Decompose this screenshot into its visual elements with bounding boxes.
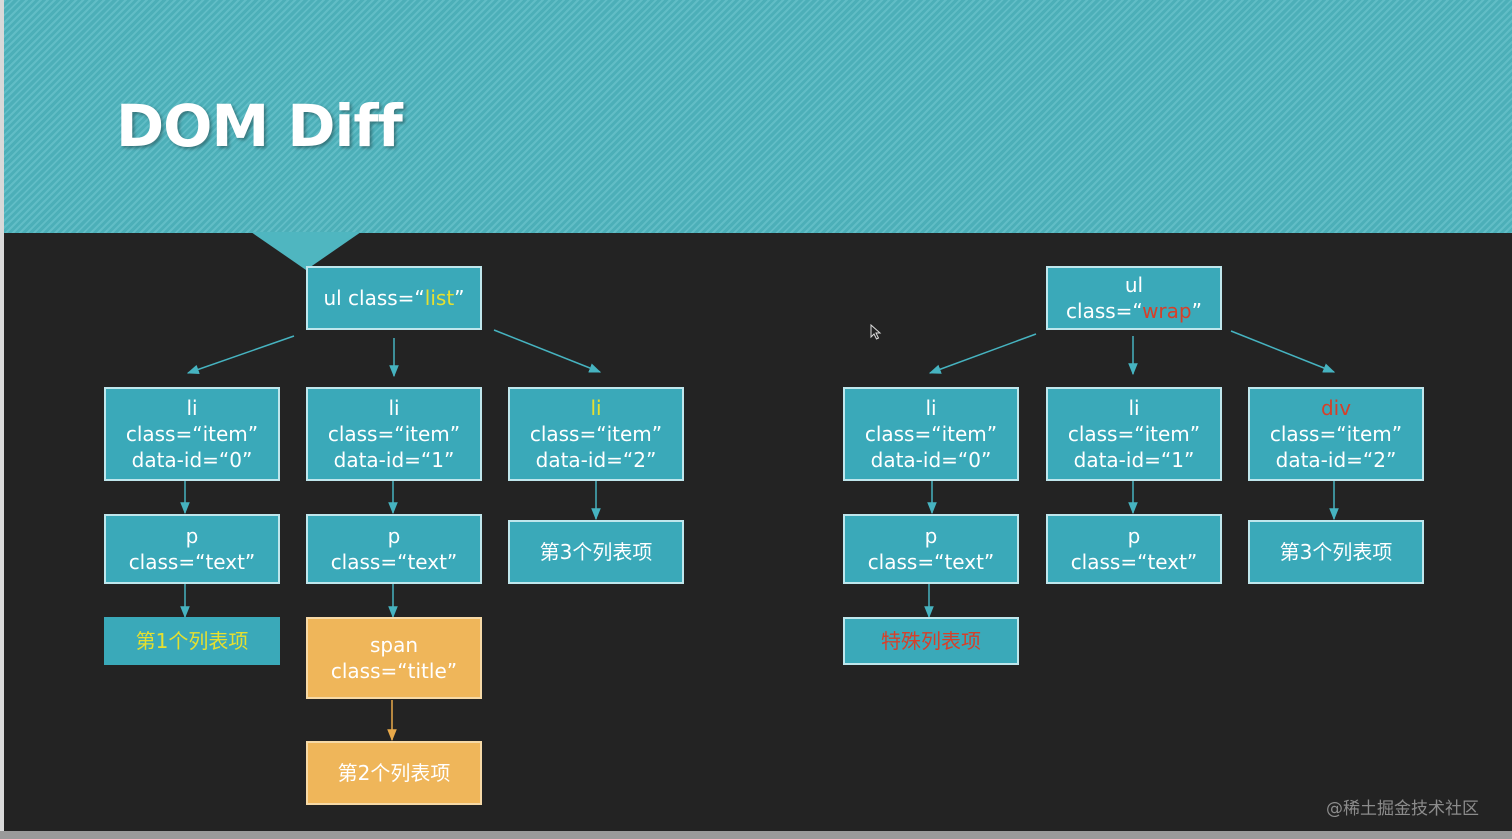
new-p-node-1: p class=“text” — [1046, 514, 1222, 584]
arrow-new-root-li0 — [928, 333, 1037, 374]
old-li-node-1: li class=“item” data-id=“1” — [306, 387, 482, 481]
old-text-node-2: 第3个列表项 — [508, 520, 684, 584]
new-root-prefix: class=“ — [1066, 299, 1143, 323]
arrow-old-root-li0 — [186, 335, 295, 374]
slide-header — [4, 0, 1512, 233]
old-li0-class: class=“item” — [125, 422, 259, 446]
new-li0-class: class=“item” — [864, 422, 998, 446]
new-div-data-id: data-id=“2” — [1275, 448, 1397, 472]
old-li-node-0: li class=“item” data-id=“0” — [104, 387, 280, 481]
old-span-tag: span — [369, 633, 419, 657]
new-p0-tag: p — [924, 524, 938, 548]
new-root-class-line: class=“wrap” — [1066, 298, 1202, 324]
old-p1-class: class=“text” — [330, 550, 458, 574]
new-root-class-value: wrap — [1142, 299, 1192, 323]
left-border — [0, 0, 4, 839]
old-root-ul-node: ul class=“list” — [306, 266, 482, 330]
old-li2-data-id: data-id=“2” — [535, 448, 657, 472]
watermark: @稀土掘金技术社区 — [1326, 799, 1479, 819]
new-li1-tag: li — [1128, 396, 1140, 420]
arrow-new-root-div — [1230, 330, 1336, 373]
mouse-pointer-icon — [870, 324, 882, 340]
new-p-node-0: p class=“text” — [843, 514, 1019, 584]
new-special-text-node: 特殊列表项 — [843, 617, 1019, 665]
old-li2-tag: li — [590, 396, 602, 420]
old-li1-tag: li — [388, 396, 400, 420]
new-li0-tag: li — [925, 396, 937, 420]
new-div-tag: div — [1320, 396, 1352, 420]
old-text-node-0: 第1个列表项 — [104, 617, 280, 665]
slide-title: DOM Diff — [116, 92, 403, 160]
old-text1-label: 第2个列表项 — [337, 761, 451, 785]
bottom-border — [0, 831, 1512, 839]
old-text0-label: 第1个列表项 — [135, 629, 249, 653]
old-li0-tag: li — [186, 396, 198, 420]
old-root-label: ul class=“list” — [323, 285, 464, 311]
new-li-node-1: li class=“item” data-id=“1” — [1046, 387, 1222, 481]
new-div-node: div class=“item” data-id=“2” — [1248, 387, 1424, 481]
old-li0-data-id: data-id=“0” — [131, 448, 253, 472]
header-notch — [251, 232, 361, 270]
old-li1-data-id: data-id=“1” — [333, 448, 455, 472]
old-span-node: span class=“title” — [306, 617, 482, 699]
new-special-text-label: 特殊列表项 — [881, 629, 981, 653]
old-p-node-1: p class=“text” — [306, 514, 482, 584]
new-root-tag: ul — [1124, 273, 1144, 297]
old-li1-class: class=“item” — [327, 422, 461, 446]
new-div-text-node: 第3个列表项 — [1248, 520, 1424, 584]
old-root-suffix: ” — [454, 286, 465, 310]
new-p0-class: class=“text” — [867, 550, 995, 574]
new-li0-data-id: data-id=“0” — [870, 448, 992, 472]
old-root-prefix: ul class=“ — [323, 286, 425, 310]
old-li2-class: class=“item” — [529, 422, 663, 446]
new-div-text-label: 第3个列表项 — [1279, 540, 1393, 564]
arrow-old-root-li2 — [493, 329, 602, 373]
old-root-class-value: list — [424, 286, 455, 310]
new-li1-data-id: data-id=“1” — [1073, 448, 1195, 472]
new-root-suffix: ” — [1191, 299, 1202, 323]
new-root-ul-node: ul class=“wrap” — [1046, 266, 1222, 330]
old-text-node-1: 第2个列表项 — [306, 741, 482, 805]
old-p-node-0: p class=“text” — [104, 514, 280, 584]
new-div-class: class=“item” — [1269, 422, 1403, 446]
old-text2-label: 第3个列表项 — [539, 540, 653, 564]
old-span-class: class=“title” — [330, 659, 458, 683]
new-li-node-0: li class=“item” data-id=“0” — [843, 387, 1019, 481]
new-p1-class: class=“text” — [1070, 550, 1198, 574]
old-p0-tag: p — [185, 524, 199, 548]
old-li-node-2: li class=“item” data-id=“2” — [508, 387, 684, 481]
new-li1-class: class=“item” — [1067, 422, 1201, 446]
new-p1-tag: p — [1127, 524, 1141, 548]
old-p0-class: class=“text” — [128, 550, 256, 574]
old-p1-tag: p — [387, 524, 401, 548]
